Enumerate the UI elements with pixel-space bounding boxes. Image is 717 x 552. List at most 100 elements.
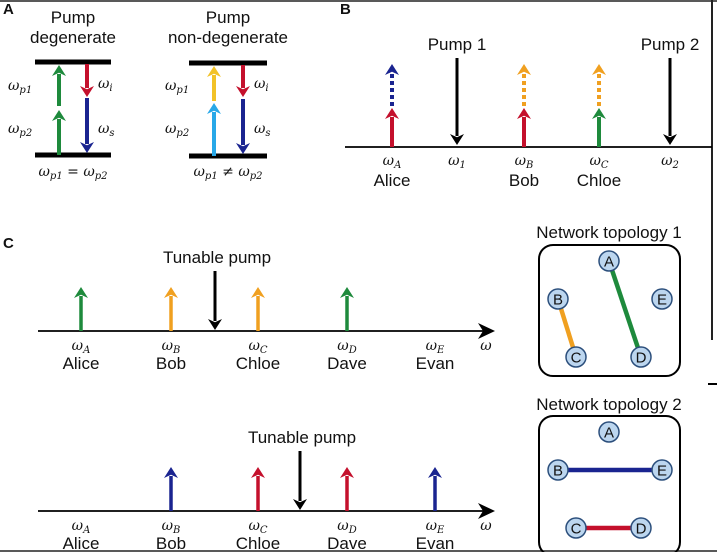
tick-label: ωC (248, 518, 267, 536)
node-a: A (598, 421, 620, 443)
pump-1-arrow (450, 58, 464, 145)
tunable-pump-label: Tunable pump (163, 248, 271, 267)
svg-text:B: B (553, 463, 563, 480)
photon-arrow-dashed-bob (517, 64, 531, 106)
node-a: A (598, 250, 620, 272)
photon-arrow-chloe (592, 108, 606, 147)
tick-label: ωC (248, 338, 267, 356)
node-d: D (630, 346, 652, 368)
tick-label: ωA (72, 338, 91, 356)
tick-label: ωB (162, 518, 181, 536)
label-wp2: ωp2 (165, 121, 189, 139)
photon-arrow-alice (74, 287, 88, 331)
label-wi: ωi (98, 76, 113, 94)
pump-2-label: Pump 2 (641, 35, 700, 54)
degenerate-title-line2: degenerate (30, 28, 116, 47)
tunable-pump-arrow (293, 451, 307, 510)
pump-2-arrow (663, 58, 677, 145)
non-degenerate-title-line1: Pump (206, 8, 250, 27)
tick-label: ωC (589, 153, 608, 171)
topology-box (538, 244, 681, 377)
svg-text:C: C (571, 350, 582, 367)
tick-label: ωD (337, 338, 356, 356)
pump-p2-arrow (207, 103, 221, 156)
label-wp1: ωp1 (8, 78, 32, 96)
svg-text:E: E (657, 292, 667, 309)
node-e: E (651, 459, 673, 481)
tick-label: ωE (426, 518, 445, 536)
node-c: C (565, 517, 587, 539)
user-name-bob: Bob (509, 171, 539, 190)
node-c: C (565, 346, 587, 368)
photon-arrow-dave (340, 467, 354, 511)
topology-title: Network topology 2 (536, 395, 682, 414)
user-name-alice: Alice (63, 534, 100, 552)
user-name-alice: Alice (374, 171, 411, 190)
network-topology-2: Network topology 2 A B C D E (536, 395, 682, 552)
tick-label: ω2 (661, 153, 679, 171)
svg-text:D: D (636, 521, 647, 538)
photon-arrow-chloe (251, 287, 265, 331)
photon-arrow-chloe (251, 467, 265, 511)
degenerate-title-line1: Pump (51, 8, 95, 27)
pump-p2-arrow (52, 110, 66, 155)
pump-1-label: Pump 1 (428, 35, 487, 54)
tick-label: ωA (72, 518, 91, 536)
label-ws: ωs (254, 121, 271, 139)
svg-text:D: D (636, 350, 647, 367)
signal-arrow (80, 98, 94, 153)
svg-text:A: A (604, 425, 614, 442)
axis-label: ω (480, 338, 492, 354)
axis-arrowhead-icon (478, 323, 495, 339)
node-e: E (651, 288, 673, 310)
user-name-bob: Bob (156, 354, 186, 373)
photon-arrow-dashed-chloe (592, 64, 606, 106)
topology-box (538, 415, 681, 552)
label-wi: ωi (254, 76, 269, 94)
tunable-pump-arrow (208, 271, 222, 330)
photon-arrow-evan (428, 467, 442, 511)
svg-text:E: E (657, 463, 667, 480)
user-name-bob: Bob (156, 534, 186, 552)
degenerate-relation: ωp1 = ωp2 (39, 164, 108, 182)
idler-arrow (236, 65, 250, 97)
non-degenerate-relation: ωp1 ≠ ωp2 (194, 164, 263, 182)
user-name-evan: Evan (416, 534, 455, 552)
pump-p1-arrow (52, 65, 66, 106)
photon-arrow-bob (164, 467, 178, 511)
user-name-alice: Alice (63, 354, 100, 373)
svg-text:A: A (604, 254, 614, 271)
svg-text:C: C (571, 521, 582, 538)
user-name-dave: Dave (327, 354, 367, 373)
label-ws: ωs (98, 121, 115, 139)
photon-arrow-bob (517, 108, 531, 147)
label-wp1: ωp1 (165, 78, 189, 96)
idler-arrow (80, 64, 94, 97)
axis-label: ω (480, 518, 492, 534)
axis-arrowhead-icon (478, 503, 495, 519)
pump-p1-arrow (207, 66, 221, 101)
user-name-evan: Evan (416, 354, 455, 373)
node-d: D (630, 517, 652, 539)
node-b: B (547, 459, 569, 481)
panel-b-label: B (340, 1, 351, 18)
tick-label: ωA (383, 153, 402, 171)
tunable-pump-label: Tunable pump (248, 428, 356, 447)
node-b: B (547, 288, 569, 310)
tick-label: ωD (337, 518, 356, 536)
label-wp2: ωp2 (8, 121, 32, 139)
user-name-dave: Dave (327, 534, 367, 552)
tick-label: ω1 (448, 153, 466, 171)
photon-arrow-bob (164, 287, 178, 331)
panel-c-label: C (3, 235, 14, 252)
signal-arrow (236, 99, 250, 154)
link-a-d (606, 260, 644, 358)
tick-label: ωB (515, 153, 534, 171)
tick-label: ωB (162, 338, 181, 356)
panel-a-label: A (3, 1, 14, 18)
tick-label: ωE (426, 338, 445, 356)
